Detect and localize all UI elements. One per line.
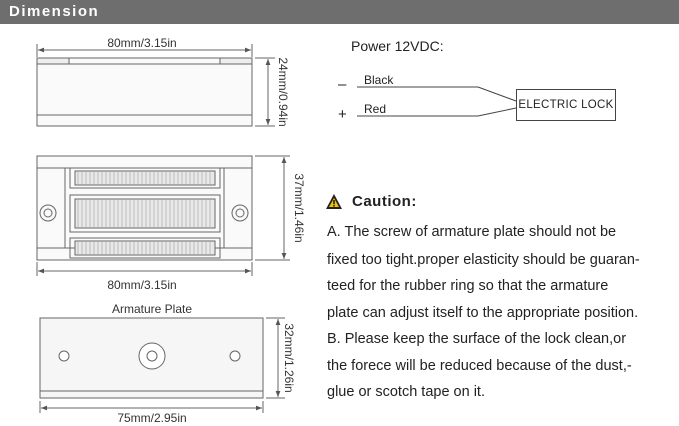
- caution-line: teed for the rubber ring so that the arm…: [327, 278, 609, 294]
- black-wire-label: Black: [364, 73, 394, 87]
- side-width-label: 80mm/3.15in: [107, 36, 176, 50]
- electric-lock-box: ELECTRIC LOCK: [516, 89, 616, 121]
- plus-sign: +: [338, 106, 347, 123]
- caution-line: plate can adjust itself to the appropria…: [327, 305, 639, 321]
- armature-plate: [39, 317, 285, 413]
- top-view: [36, 155, 290, 276]
- header-title: Dimension: [9, 3, 100, 20]
- wiring-lines: [357, 86, 517, 117]
- dimension-header: Dimension: [0, 0, 679, 24]
- caution-line: the forece will be reduced because of th…: [327, 358, 632, 374]
- top-width-label: 80mm/3.15in: [107, 278, 176, 292]
- warning-icon: [326, 194, 342, 209]
- ribbing: [77, 172, 211, 254]
- armature-title: Armature Plate: [112, 302, 192, 316]
- caution-title: Caution:: [352, 193, 417, 210]
- armature-width-label: 75mm/2.95in: [117, 411, 186, 425]
- minus-sign: –: [338, 76, 347, 93]
- armature-height-label: 32mm/1.26in: [282, 323, 296, 392]
- caution-line: fixed too tight.proper elasticity should…: [327, 252, 640, 268]
- red-wire-label: Red: [364, 102, 387, 116]
- side-height-label: 24mm/0.94in: [276, 57, 290, 126]
- caution-line: A. The screw of armature plate should no…: [327, 224, 617, 240]
- electric-lock-label: ELECTRIC LOCK: [518, 99, 614, 111]
- caution-line: glue or scotch tape on it.: [327, 384, 485, 400]
- caution-line: B. Please keep the surface of the lock c…: [327, 331, 627, 347]
- power-label: Power 12VDC:: [351, 38, 444, 54]
- side-view: [36, 44, 275, 127]
- top-height-label: 37mm/1.46in: [292, 173, 306, 242]
